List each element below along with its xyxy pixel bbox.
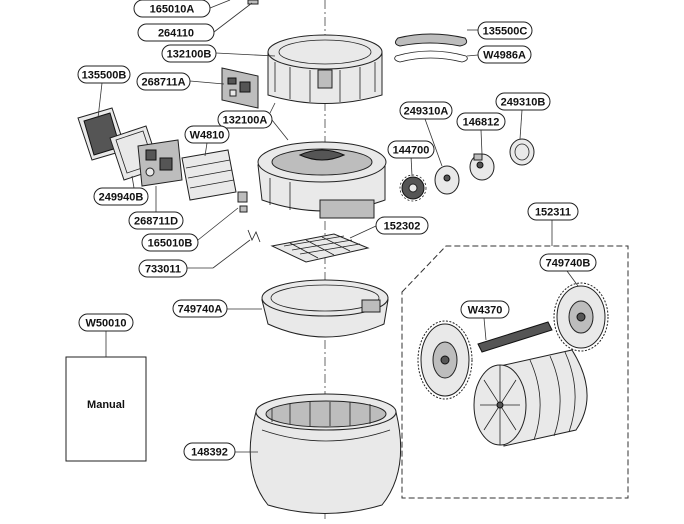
part-label-146812: 146812 [463, 117, 500, 129]
part-label-249310B: 249310B [501, 97, 546, 109]
part-label-249940B: 249940B [99, 192, 144, 204]
water-tank-base-part [249, 393, 402, 514]
motor-part-b [469, 153, 495, 181]
left-drum-gear-part [417, 320, 473, 400]
part-label-132100A: 132100A [223, 115, 268, 127]
part-label-733011: 733011 [145, 264, 181, 276]
part-label-268711A: 268711A [141, 77, 185, 89]
callout-249310A: 249310A [399, 101, 453, 120]
part-label-165010B: 165010B [148, 238, 193, 250]
callout-132100A: 132100A [217, 110, 273, 129]
callout-148392: 148392 [183, 442, 236, 461]
callout-264110: 264110 [137, 23, 215, 42]
callout-749740B: 749740B [539, 253, 597, 272]
drive-gear-part [399, 174, 427, 202]
part-label-135500B: 135500B [82, 70, 127, 82]
callout-165010B: 165010B [141, 233, 199, 252]
manual-text: Manual [87, 399, 125, 411]
right-drum-gear-part [553, 282, 609, 352]
callout-146812: 146812 [456, 112, 506, 131]
side-cover-part [181, 149, 237, 201]
callout-144700: 144700 [387, 140, 435, 159]
part-label-144700: 144700 [393, 145, 430, 157]
water-tray-part [261, 279, 389, 338]
callout-135500C: 135500C [477, 21, 533, 40]
callout-152311: 152311 [527, 202, 579, 221]
part-label-W4810: W4810 [190, 130, 225, 142]
part-label-W4986A: W4986A [483, 50, 526, 62]
motor-part-c [509, 138, 535, 166]
part-label-249310A: 249310A [404, 106, 449, 118]
spring-clip-part [247, 229, 261, 243]
part-label-152311: 152311 [535, 207, 571, 219]
callout-268711A: 268711A [136, 72, 191, 91]
part-label-268711D: 268711D [134, 216, 178, 228]
air-grille-part [270, 233, 370, 263]
sensor-board-part [137, 139, 183, 187]
part-label-152302: 152302 [384, 221, 421, 233]
part-label-749740A: 749740A [178, 304, 223, 316]
part-label-132100B: 132100B [167, 49, 212, 61]
small-clip-part [247, 0, 259, 5]
callout-W4370: W4370 [460, 300, 510, 319]
lower-housing-part [257, 141, 387, 219]
top-seal-part [394, 50, 468, 63]
small-block-parts [237, 191, 248, 213]
callout-135500B: 135500B [77, 65, 131, 84]
part-label-W50010: W50010 [86, 318, 127, 330]
drum-assembly-outline [401, 245, 629, 499]
upper-housing-part [267, 34, 383, 104]
callout-733011: 733011 [138, 259, 188, 278]
part-label-165010A: 165010A [150, 4, 195, 16]
callout-W4810: W4810 [184, 125, 230, 144]
drum-shaft-part [477, 321, 553, 353]
callout-152302: 152302 [375, 216, 429, 235]
part-label-135500C: 135500C [483, 26, 528, 38]
evaporator-drum-part [473, 349, 588, 447]
callout-268711D: 268711D [128, 211, 184, 230]
callout-W50010: W50010 [78, 313, 134, 332]
callout-249940B: 249940B [93, 187, 149, 206]
part-label-148392: 148392 [191, 447, 228, 459]
callout-132100B: 132100B [161, 44, 217, 63]
callout-749740A: 749740A [172, 299, 228, 318]
top-gasket-part [394, 33, 468, 47]
leader-lines [97, 0, 579, 453]
motor-part-a [434, 165, 460, 195]
callout-W4986A: W4986A [477, 45, 532, 64]
control-board-part [221, 67, 259, 109]
manual-booklet: Manual [65, 356, 147, 462]
part-label-749740B: 749740B [546, 258, 591, 270]
callout-165010A: 165010A [133, 0, 211, 18]
part-label-W4370: W4370 [468, 305, 503, 317]
callout-249310B: 249310B [495, 92, 551, 111]
part-label-264110: 264110 [158, 28, 194, 40]
